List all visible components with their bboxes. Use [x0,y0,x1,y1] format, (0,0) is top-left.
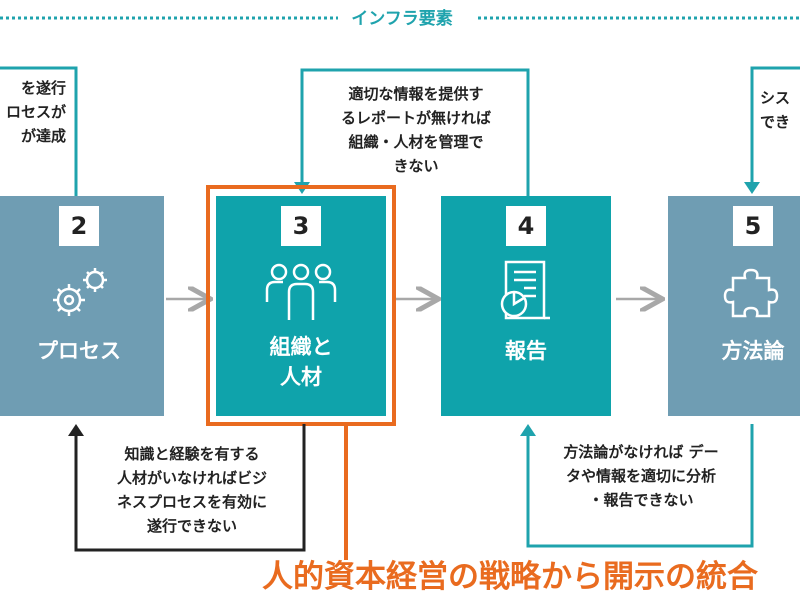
callout-border-top-right [750,66,800,186]
box-number: 5 [733,206,773,246]
gears-icon [39,258,119,328]
header-title: インフラ要素 [351,9,453,29]
puzzle-icon [713,258,793,328]
box-methodology: 5 方法論 [668,196,800,416]
header: インフラ要素 [0,0,800,34]
note-bottom-right: 方法論がなければ デー タや情報を適切に分析 ・報告できない [563,443,719,509]
box-organization: 3 組織と 人材 [216,196,386,416]
box-label: 方法論 [721,339,785,363]
note-top-left: を遂行 ロセスが が達成 [5,79,66,145]
arrowhead-to-box-4 [520,424,536,436]
box-number: 4 [506,206,546,246]
callout-border-bottom-left [74,424,306,552]
box-label: 組織と 人材 [269,335,333,389]
box-process: 2 プロセス [0,196,164,416]
people-icon [261,258,341,328]
callout-border-top-left [0,66,78,196]
box-label: プロセス [37,339,121,363]
highlight-frame-box-3 [206,185,396,426]
note-bottom-left: 知識と経験を有する 人材がいなければビジ ネスプロセスを有効に 遂行できない [116,445,267,535]
arrowhead-to-box-5 [744,182,760,194]
note-top-middle: 適切な情報を提供す るレポートが無ければ 組織・人材を管理で きない [340,85,491,175]
note-top-right: シス でき [760,89,791,131]
report-icon [486,258,566,328]
tagline: 人的資本経営の戦略から開示の統合 [262,559,758,595]
arrowhead-to-box-2 [68,424,84,436]
callout-border-top-middle [300,68,530,196]
callout-border-bottom-right [526,424,754,548]
box-label: 報告 [505,339,547,363]
box-report: 4 報告 [441,196,611,416]
box-number: 3 [281,206,321,246]
box-number: 2 [59,206,99,246]
